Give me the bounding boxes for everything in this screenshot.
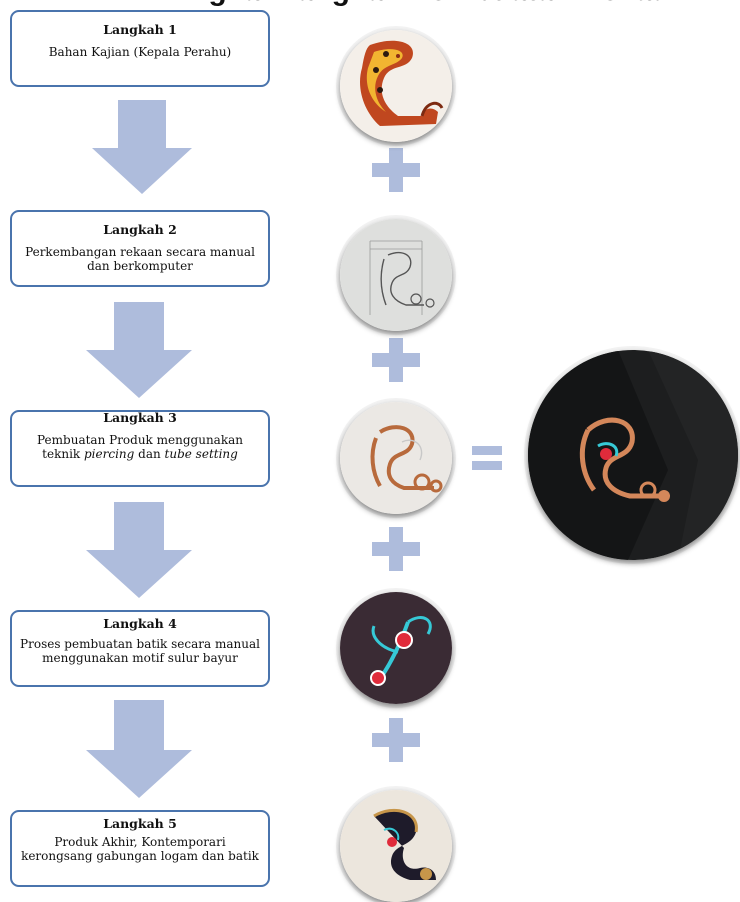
design-sketch-image [340, 219, 452, 331]
step-5-box: Langkah 5 Produk Akhir, Kontemporari ker… [10, 810, 270, 887]
step-3-desc-em-1: piercing [84, 447, 135, 461]
brooch-on-jacket-image [528, 350, 738, 560]
final-brooch-image [340, 790, 452, 902]
diagram-title: ngkah-langkah Pembuatan Rekaan Kerongsan… [190, 0, 660, 8]
down-arrow-3-icon [86, 502, 192, 598]
step-1-title: Langkah 1 [103, 22, 177, 37]
batik-motif-image [340, 592, 452, 704]
plus-2-icon [372, 338, 420, 382]
step-3-desc-em-2: tube setting [164, 447, 238, 461]
plus-3-icon [372, 527, 420, 571]
step-3-desc-mid: dan [134, 447, 165, 461]
boat-head-carving-image [340, 30, 452, 142]
step-3-desc-text: Pembuatan Produk menggunakan teknik [37, 433, 243, 461]
step-5-description: Produk Akhir, Kontemporari kerongsang ga… [21, 835, 259, 863]
down-arrow-4-icon [86, 700, 192, 798]
step-2-box: Langkah 2 Perkembangan rekaan secara man… [10, 210, 270, 287]
step-4-description: Proses pembuatan batik secara manual men… [20, 637, 260, 665]
step-2-description: Perkembangan rekaan secara manual dan be… [25, 245, 255, 273]
step-1-box: Langkah 1 Bahan Kajian (Kepala Perahu) [10, 10, 270, 87]
step-2-title: Langkah 2 [103, 222, 177, 237]
step-3-title: Langkah 3 [103, 410, 177, 425]
equals-icon [472, 446, 502, 470]
metal-piercing-image [340, 402, 452, 514]
down-arrow-1-icon [92, 100, 192, 194]
plus-4-icon [372, 718, 420, 762]
step-4-box: Langkah 4 Proses pembuatan batik secara … [10, 610, 270, 687]
plus-1-icon [372, 148, 420, 192]
step-5-title: Langkah 5 [103, 816, 177, 831]
step-4-title: Langkah 4 [103, 616, 177, 631]
step-1-description: Bahan Kajian (Kepala Perahu) [48, 45, 232, 59]
down-arrow-2-icon [86, 302, 192, 398]
step-3-box: Langkah 3 Pembuatan Produk menggunakan t… [10, 410, 270, 487]
step-3-description: Pembuatan Produk menggunakan teknik pier… [12, 433, 268, 461]
